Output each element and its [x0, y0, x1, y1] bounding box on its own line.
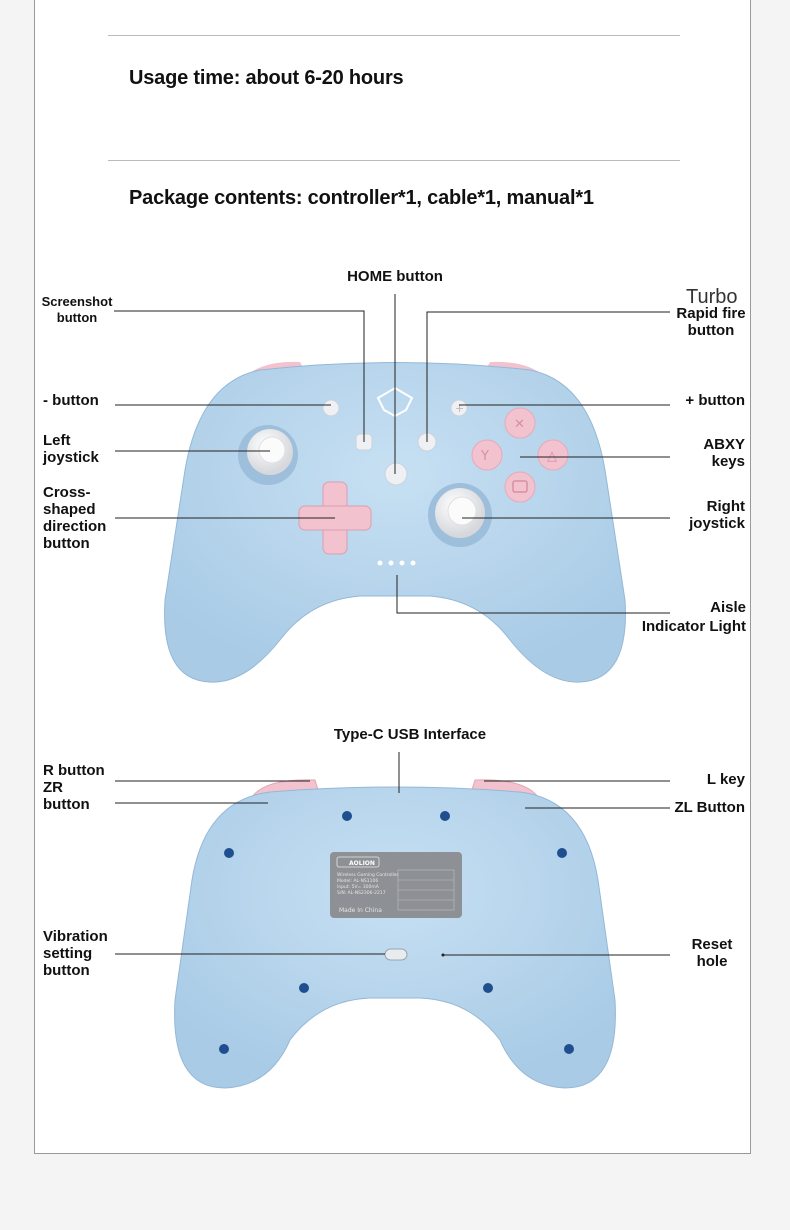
aisle-indicator-light-label: Aisle Indicator Light [641, 599, 746, 635]
minus-button-label: - button [43, 392, 99, 409]
plate-line-2: Model: AL-NS1106 [337, 878, 378, 884]
svg-text:Y: Y [480, 449, 489, 464]
indicator-lights [377, 560, 416, 566]
screw-icons [219, 811, 574, 1054]
l-key-label: L key [706, 771, 745, 788]
r-zr-button-label: R button ZR button [43, 762, 105, 813]
plate-line-3: Input: 5V= 300mA [337, 884, 380, 890]
reset-hole-label: Reset hole [691, 936, 733, 970]
usage-time-text: Usage time: about 6-20 hours [129, 67, 404, 89]
divider-middle [108, 160, 680, 161]
package-contents-text: Package contents: controller*1, cable*1,… [129, 187, 594, 209]
back-callout-lines [115, 752, 670, 956]
plus-button-label: + button [685, 392, 745, 409]
plate-line-4: S/N: AL-NS2306-2217 [337, 890, 386, 896]
right-joystick-icon [428, 483, 492, 547]
dpad-label: Cross- shaped direction button [43, 484, 107, 552]
front-callout-lines [114, 294, 670, 614]
zl-button-label: ZL Button [674, 799, 745, 816]
abxy-keys-label: ABXY keys [703, 436, 745, 470]
back-controller-body [174, 786, 616, 1089]
label-plate: AOLION Wireless Gaming Controller Model:… [330, 852, 462, 918]
screenshot-button-label: Screenshot button [41, 294, 113, 325]
plate-origin: Made In China [339, 907, 382, 914]
divider-top [108, 35, 680, 36]
plate-brand: AOLION [349, 860, 375, 867]
vibration-setting-button-label: Vibration setting button [43, 928, 108, 979]
plate-line-1: Wireless Gaming Controller [337, 872, 399, 878]
type-c-interface-label: Type-C USB Interface [333, 726, 487, 743]
home-button-label: HOME button [347, 268, 443, 285]
svg-text:+: + [455, 402, 464, 415]
svg-text:✕: ✕ [514, 417, 525, 432]
vibration-setting-switch [384, 948, 408, 961]
rapid-fire-button-label: Rapid fire button [676, 305, 746, 339]
left-joystick-icon [238, 425, 298, 485]
right-joystick-label: Right joystick [689, 498, 745, 532]
left-joystick-label: Left joystick [43, 432, 99, 466]
turbo-label: Turbo [686, 286, 738, 308]
